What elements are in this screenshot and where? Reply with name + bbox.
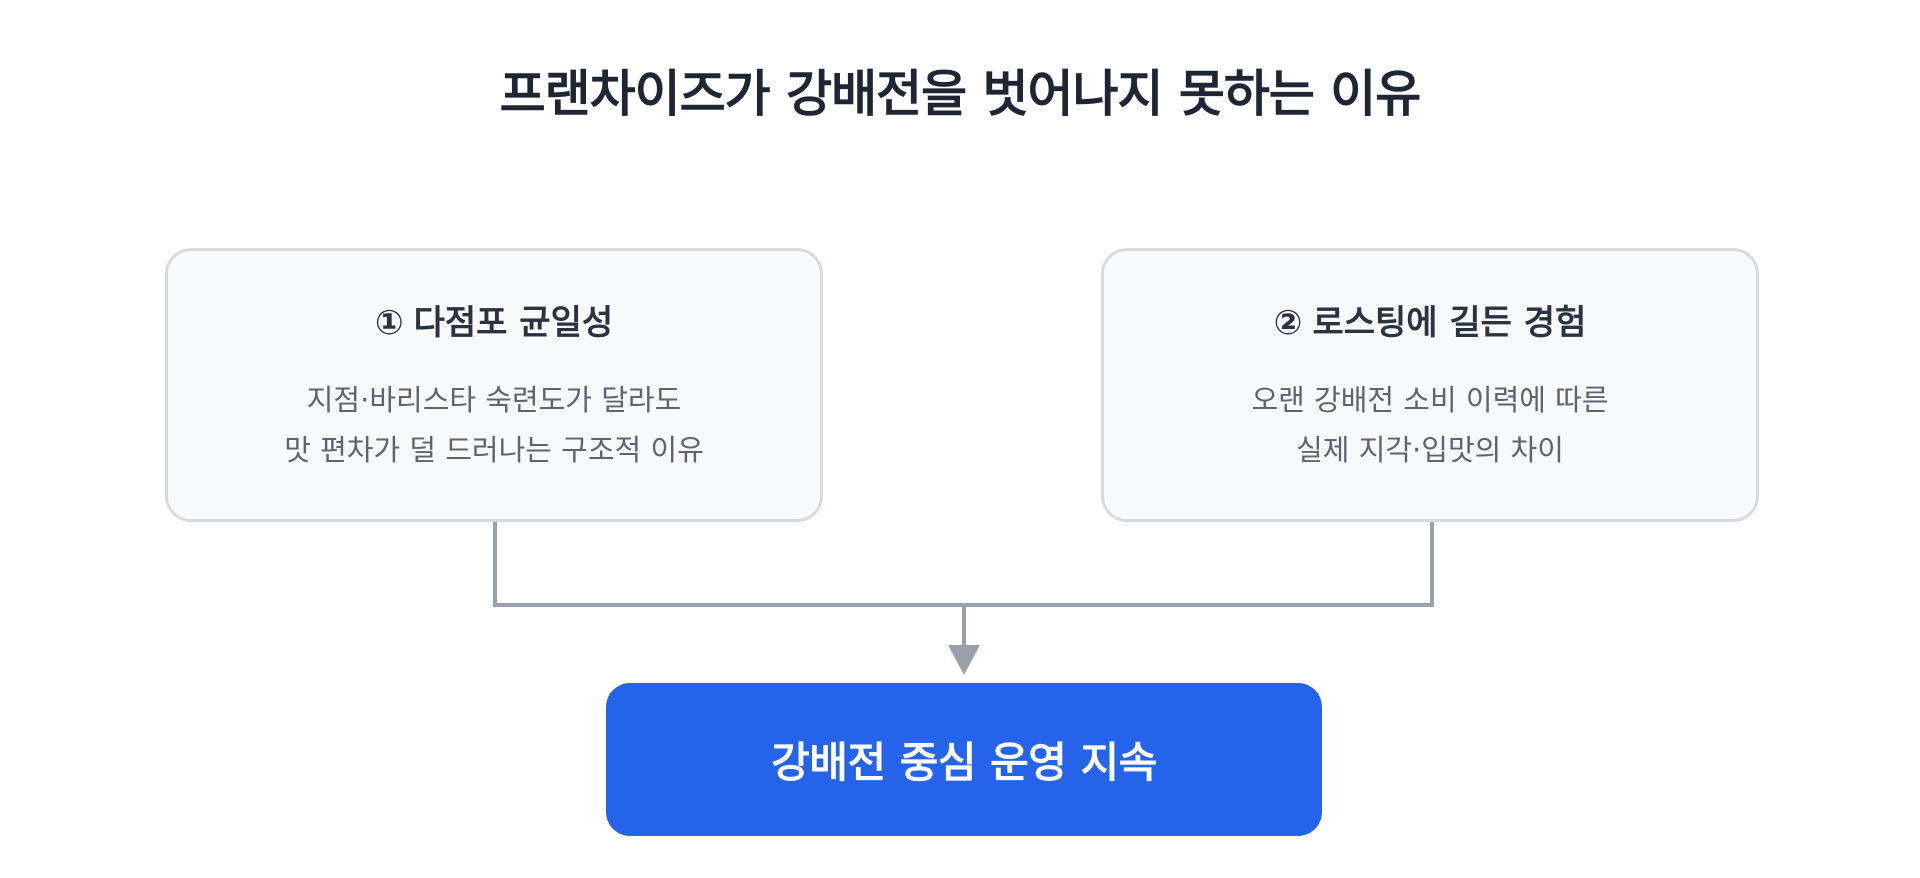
connector-left-branch (493, 522, 964, 607)
diagram-title: 프랜차이즈가 강배전을 벗어나지 못하는 이유 (499, 65, 1422, 123)
reason-card-2-line-2: 실제 지각·입맛의 차이 (1296, 433, 1564, 467)
reason-card-2-number: ② (1273, 303, 1303, 343)
reason-card-2-title: 로스팅에 길든 경험 (1312, 303, 1587, 343)
reason-card-2-description: 오랜 강배전 소비 이력에 따른 실제 지각·입맛의 차이 (1104, 375, 1756, 475)
reason-card-1-title: 다점포 균일성 (413, 303, 614, 343)
reason-card-2-line-1: 오랜 강배전 소비 이력에 따른 (1251, 383, 1609, 417)
result-box: 강배전 중심 운영 지속 (606, 683, 1322, 836)
reason-card-1-line-2: 맛 편차가 덜 드러나는 구조적 이유 (284, 433, 704, 467)
reason-card-1-line-1: 지점·바리스타 숙련도가 달라도 (306, 383, 682, 417)
reason-card-1-number: ① (374, 303, 404, 343)
connector-right-branch (964, 522, 1434, 607)
arrowhead-down-icon (948, 645, 980, 675)
reason-card-1-description: 지점·바리스타 숙련도가 달라도 맛 편차가 덜 드러나는 구조적 이유 (168, 375, 820, 475)
result-label: 강배전 중심 운영 지속 (771, 738, 1157, 787)
